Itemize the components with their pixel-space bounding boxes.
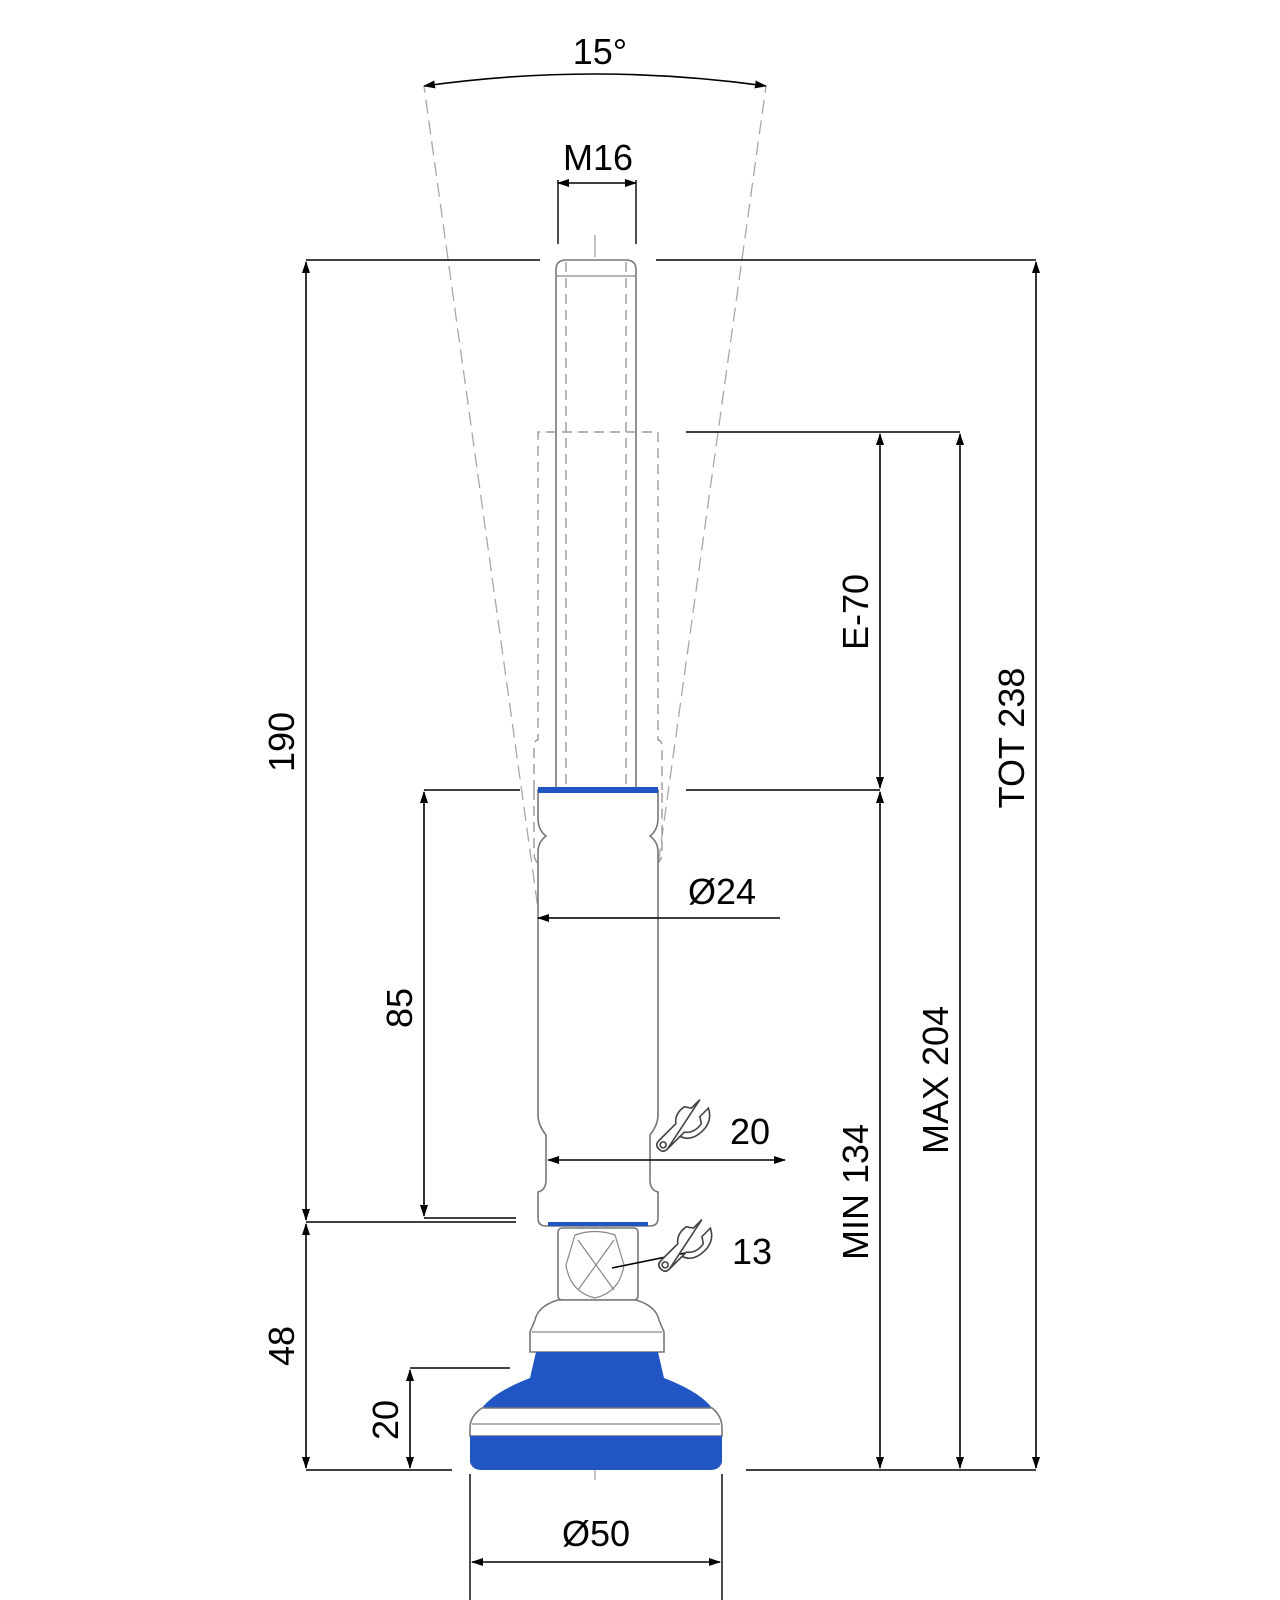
base-pad-label: 20: [365, 1400, 406, 1440]
total-label: TOT 238: [991, 668, 1032, 809]
angle-dim-arc: [423, 73, 767, 89]
thread-label: M16: [563, 137, 633, 178]
wrench-joint-label: 13: [732, 1231, 772, 1272]
base-foot: [469, 1299, 723, 1470]
overall-height-label: 190: [261, 712, 302, 772]
extension-lines: [306, 180, 1036, 1600]
max-height-label: MAX 204: [915, 1006, 956, 1154]
wrench-icon: [655, 1099, 711, 1153]
wrench-icon: [657, 1219, 713, 1273]
base-diameter-label: Ø50: [562, 1513, 630, 1554]
body-diameter-label: Ø24: [688, 871, 756, 912]
rubber-pad: [470, 1436, 722, 1470]
body-length-label: 85: [379, 988, 420, 1028]
threaded-stud: [555, 259, 637, 790]
rubber-cone: [482, 1352, 712, 1408]
adjust-range-label: E-70: [835, 574, 876, 650]
wrench-body-label: 20: [730, 1111, 770, 1152]
base-height-label: 48: [261, 1326, 302, 1366]
dimension-lines: [302, 73, 1040, 1566]
angle-label: 15°: [573, 31, 627, 72]
ball-joint-neck: [557, 1227, 639, 1301]
lower-seal-band: [548, 1222, 648, 1226]
top-seal-band: [538, 787, 658, 793]
min-height-label: MIN 134: [835, 1124, 876, 1260]
